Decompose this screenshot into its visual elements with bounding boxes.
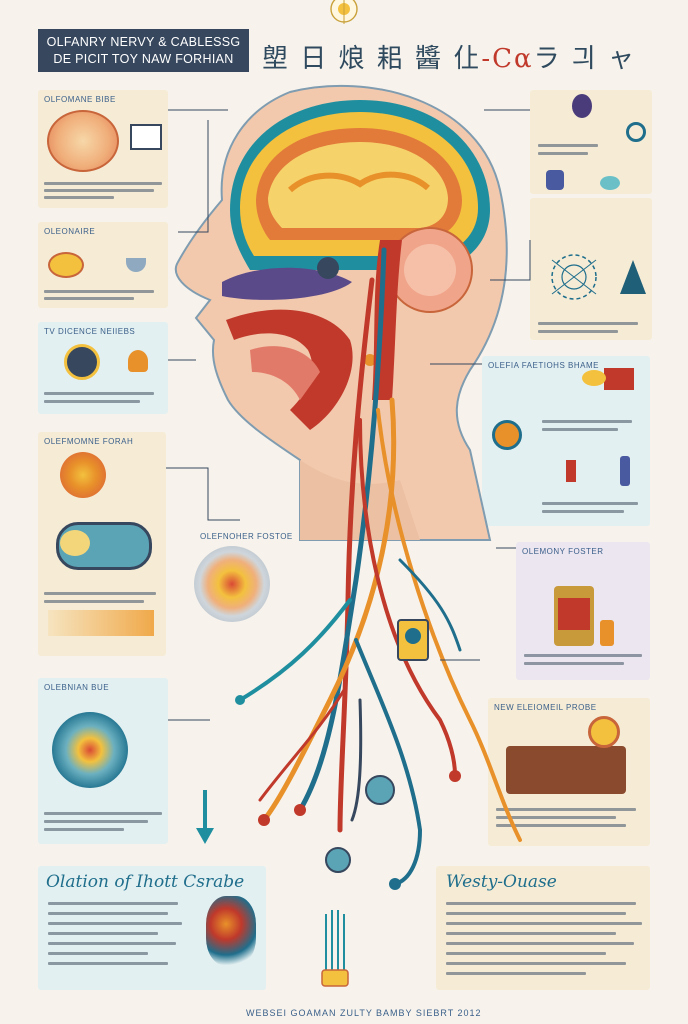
left-panel-2-title: OLEONAIRE	[44, 227, 96, 236]
right-panel-3: OLEFIA FAETIOHS BHAME	[482, 356, 650, 526]
right-panel-5-title: NEW ELEIOMEIL PROBE	[494, 703, 597, 712]
figure-icon	[128, 350, 148, 372]
right-panel-3-title: OLEFIA FAETIOHS BHAME	[488, 361, 599, 370]
center-mid-panel: OLEFNOHER FOSTOE	[190, 532, 292, 662]
left-panel-3-title: TV DICENCE NEIIEBS	[44, 327, 136, 336]
perfume-label-icon	[558, 598, 590, 630]
nose-icon	[64, 344, 100, 380]
monitor-icon	[130, 124, 162, 150]
bottle-icon	[546, 170, 564, 190]
left-panel-2: OLEONAIRE	[38, 222, 168, 308]
left-panel-5: OLEBNIAN BUE	[38, 678, 168, 844]
orange-bottle-icon	[600, 620, 614, 646]
cjk-title: 塱 日 烺 耜 醬 仩-Cαラ 긔 ャ	[262, 38, 636, 75]
yellow-cluster-icon	[60, 530, 90, 556]
orange-gradient-bar	[48, 610, 154, 636]
cjk-title-tail: ラ 긔 ャ	[533, 44, 637, 74]
right-panel-4-title: OLEMONY FOSTER	[522, 547, 604, 556]
bottom-right-script-title: Westy-Ouase	[446, 872, 557, 892]
vial-icon	[566, 460, 576, 482]
vase-icon	[572, 94, 592, 118]
footer-right: BAMBY SIEBRT 2012	[376, 1008, 482, 1018]
cjk-title-main: 塱 日 烺 耜 醬 仩	[262, 44, 482, 74]
right-panel-4: OLEMONY FOSTER	[516, 542, 650, 680]
food-plate-icon	[48, 252, 84, 278]
flower-icon	[60, 452, 106, 498]
target-cell-icon	[52, 712, 128, 788]
right-panel-2	[530, 198, 652, 340]
left-panel-4: OLEFMOMNE FORAH	[38, 432, 166, 656]
bowl-icon	[126, 258, 146, 272]
mucosa-circle-icon	[194, 546, 270, 622]
left-panel-4-title: OLEFMOMNE FORAH	[44, 437, 134, 446]
ring-icon	[626, 122, 646, 142]
nerve-fiber-icon	[316, 910, 356, 990]
left-panel-3: TV DICENCE NEIIEBS	[38, 322, 168, 414]
poster-title-box: OLFANRY NERVY & CABLESSG DE PICIT TOY NA…	[38, 29, 249, 72]
cone-icon	[620, 260, 646, 294]
right-panel-1	[530, 90, 652, 194]
teal-flower-icon	[600, 176, 620, 190]
jar-icon	[492, 420, 522, 450]
bottom-left-panel: Olation of Ihott Csrabe	[38, 866, 266, 990]
poster-title-line-1: OLFANRY NERVY & CABLESSG	[46, 35, 241, 49]
right-panel-5: NEW ELEIOMEIL PROBE	[488, 698, 650, 846]
sun-emblem-icon	[320, 0, 368, 26]
flower-bouquet-icon	[206, 896, 256, 966]
bottom-right-panel: Westy-Ouase	[436, 866, 650, 990]
left-panel-1-title: OLFOMANE BIBE	[44, 95, 116, 104]
center-mid-panel-title: OLEFNOHER FOSTOE	[200, 532, 293, 541]
bottle-icon-2	[620, 456, 630, 486]
cjk-title-accent: -Cα	[481, 44, 534, 74]
cell-icon	[47, 110, 119, 172]
left-panel-5-title: OLEBNIAN BUE	[44, 683, 110, 692]
bottom-left-script-title: Olation of Ihott Csrabe	[46, 872, 245, 892]
lab-scene-icon	[506, 746, 626, 794]
nerve-network-icon	[544, 250, 604, 304]
clock-icon	[588, 716, 620, 748]
left-panel-1: OLFOMANE BIBE	[38, 90, 168, 208]
poster-title-line-2: DE PICIT TOY NAW FORHIAN	[53, 52, 234, 66]
footer-left: WEBSEI GOAMAN ZULTY	[246, 1008, 373, 1018]
red-flag-icon	[604, 368, 634, 390]
yellow-lens-icon	[582, 370, 606, 386]
